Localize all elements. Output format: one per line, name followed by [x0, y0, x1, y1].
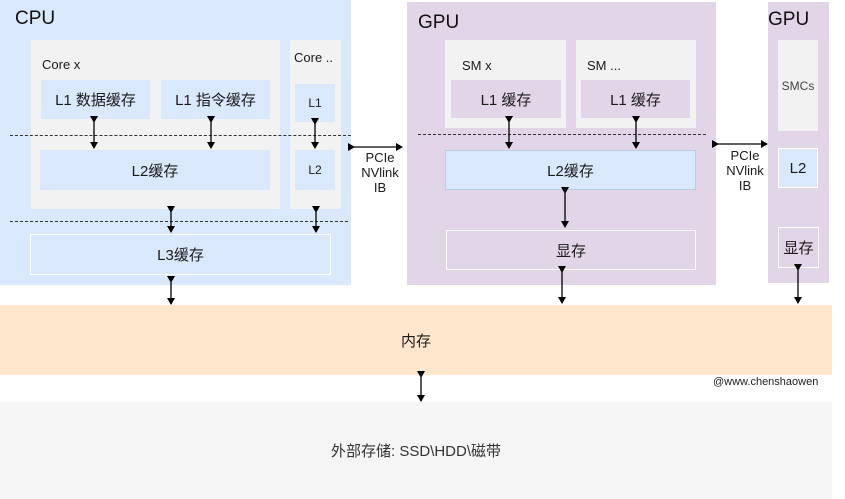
l1-instruction-cache: L1 指令缓存: [161, 80, 270, 119]
cpu-l1-l2-divider: [10, 135, 351, 136]
cpu-title: CPU: [15, 8, 56, 29]
l1-data-cache: L1 数据缓存: [41, 80, 150, 119]
sm-more-label: SM ...: [587, 58, 621, 73]
gpu-2-title: GPU: [768, 9, 810, 30]
cpu-l2-l3-divider: [10, 221, 348, 222]
external-storage: 外部存储: SSD\HDD\磁带: [0, 402, 832, 499]
gpu-title: GPU: [418, 12, 460, 33]
interconnect-ib-2: IB: [738, 177, 752, 193]
interconnect-label-right: PCIe NVlink IB: [716, 144, 774, 196]
gpu-l2-cache: L2缓存: [445, 150, 696, 190]
gpu-2-vram: 显存: [778, 227, 819, 268]
sm-x-l1-cache: L1 缓存: [451, 80, 561, 118]
core-x-label: Core x: [42, 57, 81, 72]
interconnect-nvlink: NVlink: [361, 164, 399, 180]
main-memory: 内存: [0, 305, 832, 375]
sm-more-l1-cache: L1 缓存: [581, 80, 690, 118]
interconnect-ib: IB: [373, 179, 387, 195]
interconnect-nvlink-2: NVlink: [726, 162, 764, 178]
core-more-l1: L1: [295, 84, 335, 122]
interconnect-pcie: PCIe: [365, 149, 395, 165]
gpu-vram: 显存: [446, 230, 696, 270]
l3-cache: L3缓存: [30, 234, 331, 275]
watermark: @www.chenshaowen: [713, 376, 819, 388]
core-more-label: Core ..: [294, 50, 334, 65]
interconnect-pcie-2: PCIe: [730, 147, 760, 163]
interconnect-label-left: PCIe NVlink IB: [352, 146, 408, 198]
smcs-block: SMCs: [778, 40, 818, 131]
gpu-2-l2: L2: [778, 148, 818, 188]
sm-x-label: SM x: [462, 58, 492, 73]
cpu-l2-cache: L2缓存: [40, 150, 270, 190]
core-more-l2: L2: [295, 150, 335, 190]
gpu-l1-l2-divider: [418, 134, 706, 135]
